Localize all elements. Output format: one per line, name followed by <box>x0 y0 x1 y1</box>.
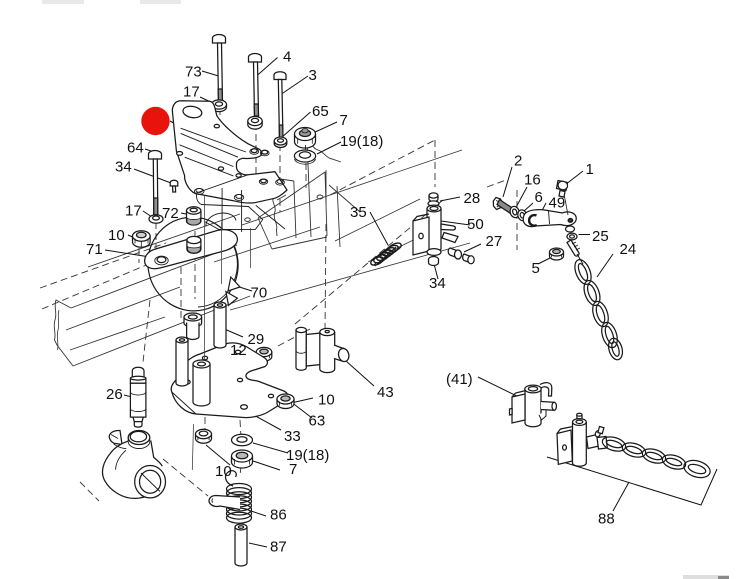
svg-text:3: 3 <box>309 67 317 84</box>
svg-text:17: 17 <box>183 84 200 101</box>
svg-text:7: 7 <box>340 112 348 129</box>
svg-text:19(18): 19(18) <box>286 447 329 464</box>
svg-text:10: 10 <box>215 463 232 480</box>
svg-text:1: 1 <box>586 161 594 178</box>
svg-text:6: 6 <box>535 189 543 206</box>
svg-text:4: 4 <box>283 49 291 66</box>
svg-text:12: 12 <box>230 342 247 359</box>
svg-text:19(18): 19(18) <box>340 133 383 150</box>
svg-text:34: 34 <box>429 275 446 292</box>
svg-text:88: 88 <box>598 511 615 528</box>
svg-text:27: 27 <box>486 233 503 250</box>
svg-text:63: 63 <box>309 413 326 430</box>
svg-text:87: 87 <box>270 539 287 556</box>
svg-text:35: 35 <box>350 204 367 221</box>
svg-text:86: 86 <box>270 507 287 524</box>
svg-text:(41): (41) <box>446 371 473 388</box>
svg-text:28: 28 <box>464 190 481 207</box>
svg-text:72: 72 <box>162 205 179 222</box>
svg-text:2: 2 <box>514 153 522 170</box>
svg-text:10: 10 <box>318 392 335 409</box>
svg-text:73: 73 <box>185 64 202 81</box>
svg-text:5: 5 <box>532 260 540 277</box>
svg-text:34: 34 <box>115 159 132 176</box>
svg-text:10: 10 <box>108 227 125 244</box>
svg-text:7: 7 <box>289 461 297 478</box>
svg-text:43: 43 <box>377 384 394 401</box>
svg-text:26: 26 <box>106 386 123 403</box>
svg-text:24: 24 <box>620 241 637 258</box>
svg-text:71: 71 <box>86 241 103 258</box>
svg-text:50: 50 <box>467 216 484 233</box>
svg-text:33: 33 <box>284 428 301 445</box>
svg-text:65: 65 <box>312 103 329 120</box>
svg-text:49: 49 <box>549 195 566 212</box>
svg-text:17: 17 <box>125 203 142 220</box>
svg-text:64: 64 <box>127 140 144 157</box>
svg-text:70: 70 <box>251 285 268 302</box>
svg-text:16: 16 <box>524 172 541 189</box>
svg-text:29: 29 <box>248 331 265 348</box>
svg-text:25: 25 <box>592 228 609 245</box>
